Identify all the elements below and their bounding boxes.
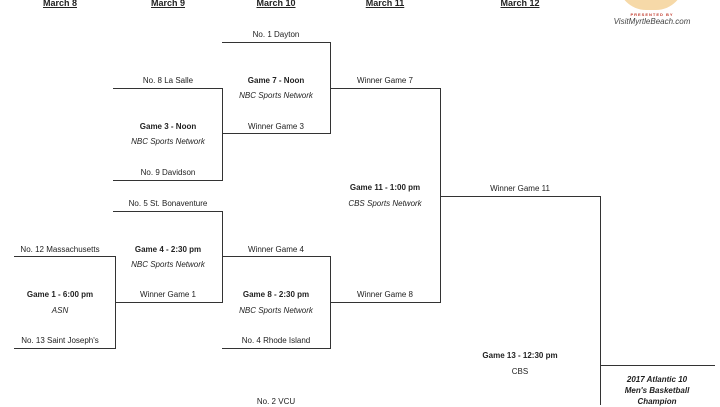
logo-presented-by: PRESENTED BY <box>630 12 674 17</box>
line-dayton <box>222 42 330 43</box>
game11-network: CBS Sports Network <box>348 199 422 208</box>
bracket-g13 <box>600 196 601 405</box>
game13-network: CBS <box>511 367 529 376</box>
header-march-9: March 9 <box>150 0 186 8</box>
header-march-11: March 11 <box>365 0 405 8</box>
line-davidson <box>113 180 223 181</box>
team-dayton: No. 1 Dayton <box>252 30 300 39</box>
game3-title: Game 3 - Noon <box>139 122 197 131</box>
line-stjoes <box>14 348 115 349</box>
game1-title: Game 1 - 6:00 pm <box>26 290 94 299</box>
game3-network: NBC Sports Network <box>131 137 205 146</box>
game13-title: Game 13 - 12:30 pm <box>482 351 558 360</box>
header-march-12: March 12 <box>500 0 540 8</box>
team-vcu: No. 2 VCU <box>256 397 296 406</box>
line-winner-g1 <box>115 302 222 303</box>
line-umass <box>14 256 115 257</box>
bracket-g11 <box>440 88 441 303</box>
game4-network: NBC Sports Network <box>131 260 205 269</box>
champion-line3: Champion <box>637 397 677 406</box>
team-davidson: No. 9 Davidson <box>140 168 196 177</box>
team-umass: No. 12 Massachusetts <box>20 245 100 254</box>
winner-g11: Winner Game 11 <box>490 184 550 193</box>
game8-title: Game 8 - 2:30 pm <box>242 290 310 299</box>
champion-label: 2017 Atlantic 10 Men's Basketball Champi… <box>625 374 690 407</box>
game11-title: Game 11 - 1:00 pm <box>349 183 421 192</box>
winner-g1: Winner Game 1 <box>139 290 197 299</box>
game7-title: Game 7 - Noon <box>247 76 305 85</box>
bracket-g4 <box>222 211 223 303</box>
game1-network: ASN <box>51 306 69 315</box>
line-rhody <box>222 348 330 349</box>
line-winner-g7 <box>330 88 440 89</box>
team-lasalle: No. 8 La Salle <box>142 76 194 85</box>
line-winner-g8 <box>330 302 440 303</box>
line-winner-g4 <box>222 256 330 257</box>
bracket-g3 <box>222 88 223 181</box>
logo-url: VisitMyrtleBeach.com <box>613 17 691 26</box>
winner-g8: Winner Game 8 <box>356 290 414 299</box>
header-march-10: March 10 <box>256 0 296 8</box>
game4-title: Game 4 - 2:30 pm <box>134 245 202 254</box>
winner-g3: Winner Game 3 <box>247 122 305 131</box>
champion-line2: Men's Basketball <box>624 386 690 395</box>
team-rhody: No. 4 Rhode Island <box>241 336 311 345</box>
game8-network: NBC Sports Network <box>239 306 313 315</box>
team-stjoes: No. 13 Saint Joseph's <box>21 336 99 345</box>
game7-network: NBC Sports Network <box>239 91 313 100</box>
line-lasalle <box>113 88 223 89</box>
line-winner-g11 <box>440 196 600 197</box>
line-winner-g3 <box>222 133 330 134</box>
line-champion <box>600 365 715 366</box>
winner-g4: Winner Game 4 <box>247 245 305 254</box>
logo-emblem <box>618 0 684 10</box>
line-stbona <box>113 211 223 212</box>
team-stbona: No. 5 St. Bonaventure <box>128 199 208 208</box>
champion-line1: 2017 Atlantic 10 <box>626 375 688 384</box>
winner-g7: Winner Game 7 <box>356 76 414 85</box>
header-march-8: March 8 <box>42 0 78 8</box>
